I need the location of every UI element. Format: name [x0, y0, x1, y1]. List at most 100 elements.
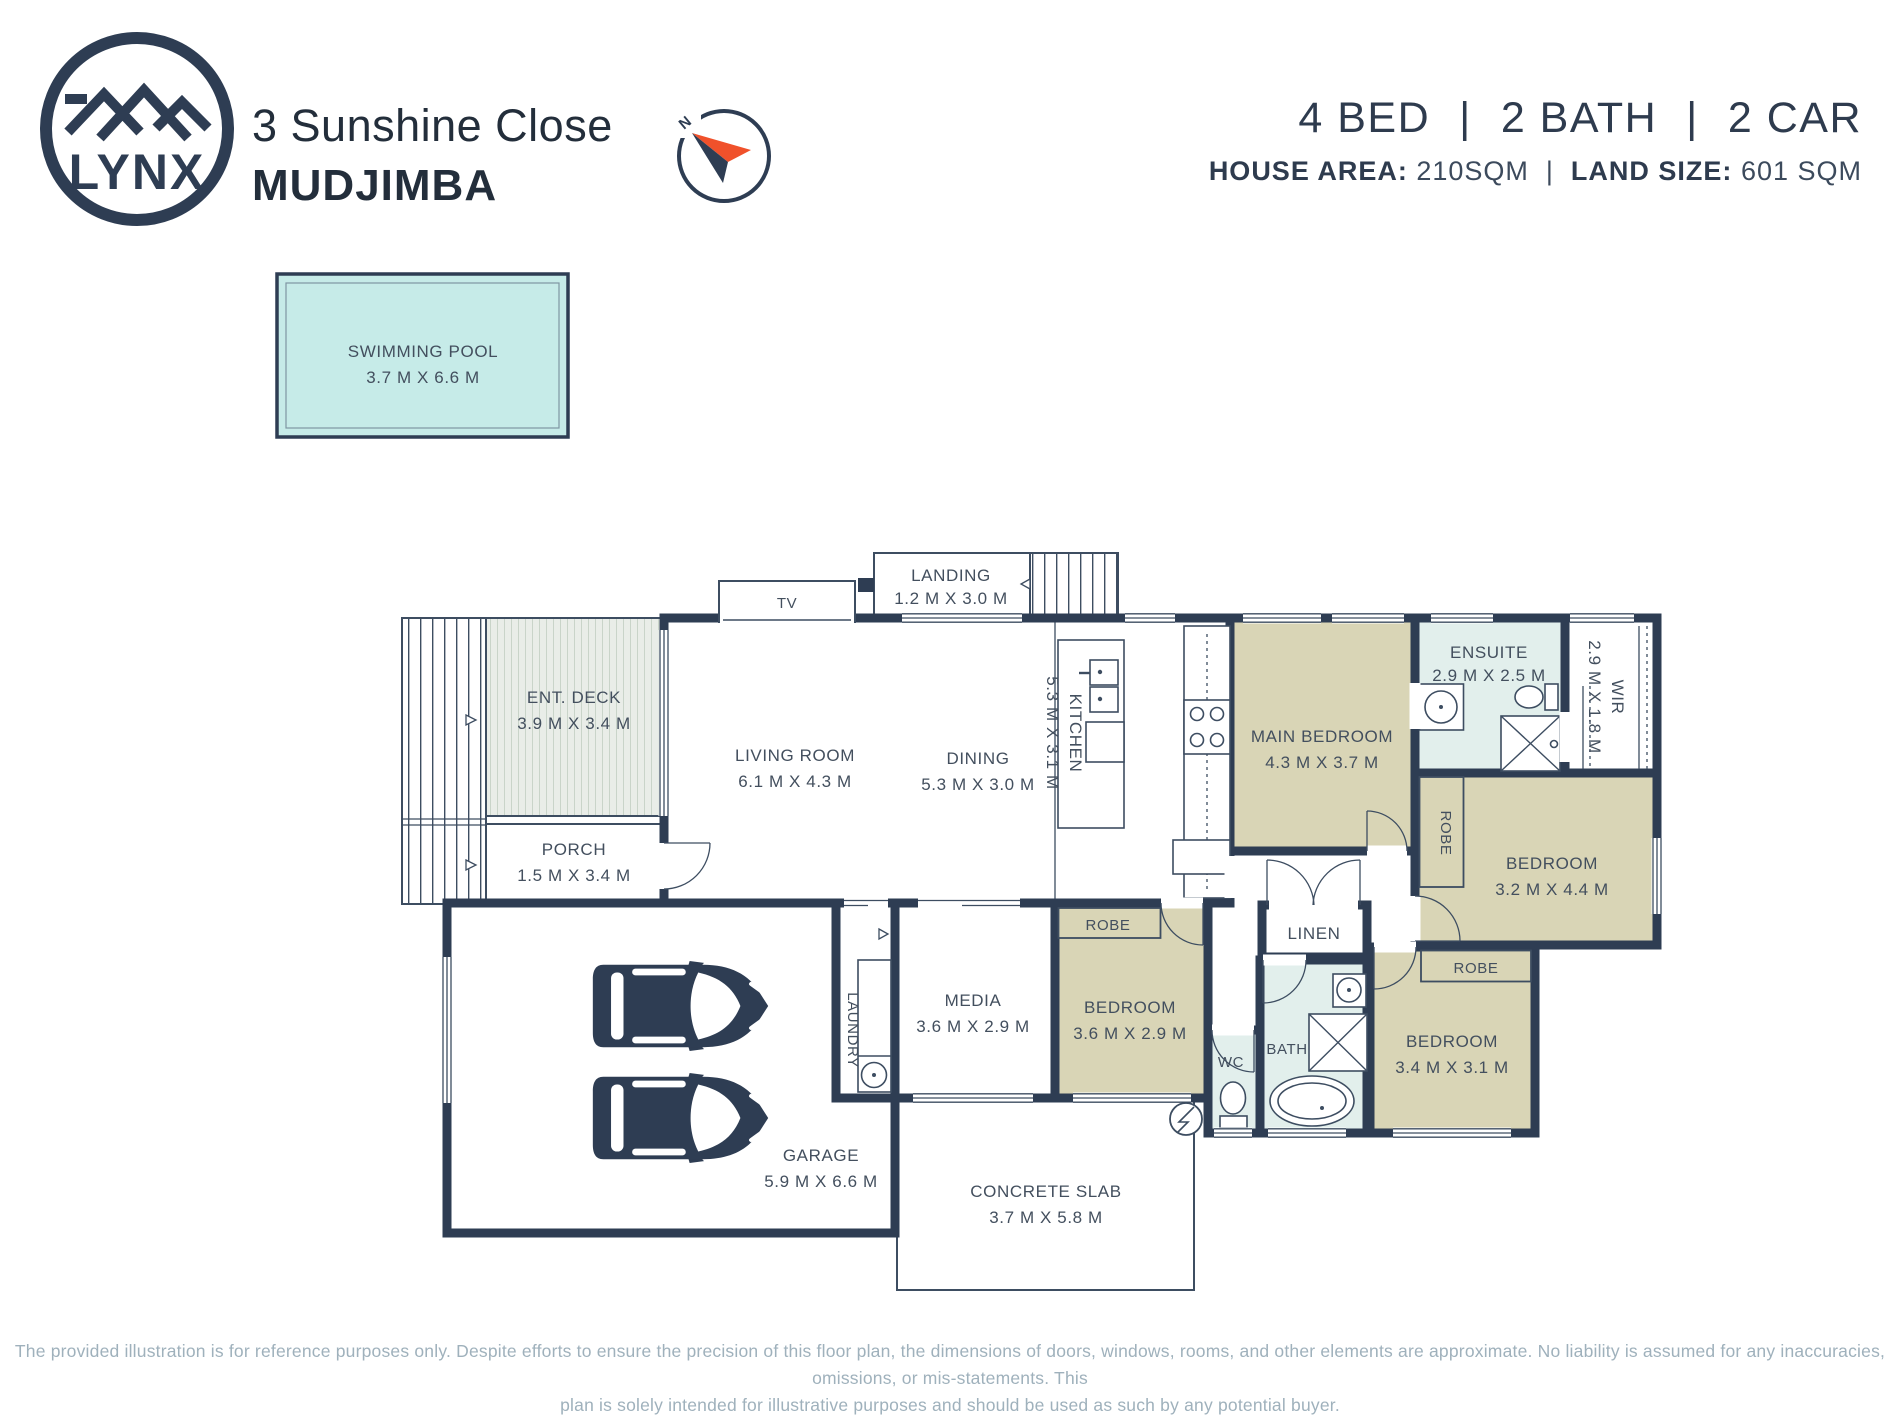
lynx-logo: LYNX [40, 32, 234, 226]
dishwasher-icon [1085, 721, 1125, 763]
room-dims: 4.3 M X 3.7 M [1265, 753, 1379, 772]
entry-door [658, 842, 711, 890]
room-label: TV [777, 595, 797, 612]
swimming-pool [275, 272, 570, 439]
kitchen-fittings [1054, 622, 1231, 899]
room-label: SWIMMING POOL [348, 342, 498, 361]
room-label: WIR [1608, 680, 1627, 715]
area-row: HOUSE AREA: 210SQM|LAND SIZE: 601 SQM [1209, 156, 1862, 187]
porch [485, 823, 663, 903]
disclaimer-line1: The provided illustration is for referen… [14, 1341, 1886, 1389]
car-icon [590, 960, 771, 1052]
laundry-sink-icon [860, 1061, 888, 1089]
room-dims: 6.1 M X 4.3 M [738, 772, 852, 791]
room-dims: 3.7 M X 6.6 M [366, 368, 480, 387]
room-dims: 3.2 M X 4.4 M [1495, 880, 1609, 899]
room-dims: 1.2 M X 3.0 M [894, 589, 1008, 608]
compass-icon: N [670, 108, 771, 203]
bedroom2-door [1409, 895, 1461, 942]
disclaimer-line2: plan is solely intended for illustrative… [560, 1395, 1340, 1416]
hot-water-unit-icon [1169, 1102, 1203, 1136]
room-label: WC [1218, 1054, 1244, 1071]
room-dims: 2.9 M X 2.5 M [1432, 666, 1546, 685]
property-stats: 4 BED | 2 BATH | 2 CAR HOUSE AREA: 210SQM|LA… [1209, 94, 1862, 187]
ensuite-opening [1409, 683, 1421, 729]
kitchen-cabinet [1172, 839, 1231, 875]
laundry-slider-door [844, 897, 888, 909]
door-direction-marker [878, 927, 890, 941]
stat-bed: 4 BED [1298, 94, 1431, 142]
room-dims: 2.9 M X 1.8 M [1585, 640, 1604, 754]
wir-opening [1559, 712, 1571, 762]
bedroom4-door [1373, 941, 1417, 990]
room-label: PORCH [542, 840, 606, 859]
car-icon [590, 1072, 771, 1164]
sink-icon [1089, 686, 1119, 713]
bathtub-icon [1269, 1075, 1355, 1127]
room-label: BEDROOM [1406, 1032, 1498, 1051]
windows-bottom [913, 1092, 1511, 1139]
room-label: LINEN [1287, 924, 1340, 943]
stair-direction-marker [465, 858, 478, 872]
separator: | [1459, 94, 1472, 142]
room-dims: 3.9 M X 3.4 M [517, 714, 631, 733]
room-wir [1560, 613, 1662, 778]
stat-bath: 2 BATH [1500, 94, 1658, 142]
main-bedroom-door [1366, 810, 1408, 857]
room-label: LIVING ROOM [735, 746, 855, 765]
house-area-label: HOUSE AREA: [1208, 156, 1408, 186]
sink-icon [1089, 659, 1119, 686]
north-arrow-icon [692, 133, 751, 162]
robe-main [1418, 776, 1465, 888]
room-label: ROBE [1437, 811, 1454, 856]
room-label: KITCHEN [1066, 694, 1085, 773]
address: 3 Sunshine Close MUDJIMBA [252, 100, 613, 211]
separator: | [1686, 94, 1699, 142]
bath-fixtures [1269, 973, 1368, 1127]
logo-roofs-icon [64, 82, 212, 142]
room-dims: 5.3 M X 3.0 M [921, 775, 1035, 794]
stair-direction-marker [465, 713, 478, 727]
doors [658, 683, 1571, 1073]
ensuite-fixtures [1418, 683, 1561, 772]
room-label: GARAGE [783, 1146, 859, 1165]
address-street: 3 Sunshine Close [252, 100, 613, 151]
room-dims: 5.3 M X 3.1 M [1043, 676, 1062, 790]
room-dims: 3.4 M X 3.1 M [1395, 1058, 1509, 1077]
room-dims: 3.6 M X 2.9 M [1073, 1024, 1187, 1043]
room-label: ENT. DECK [527, 688, 621, 707]
ent-deck [485, 617, 663, 817]
stair-direction-marker [1019, 577, 1031, 591]
room-label: CONCRETE SLAB [970, 1182, 1121, 1201]
wc-door [1211, 1024, 1255, 1073]
room-label: ROBE [1454, 960, 1499, 977]
landing-stairs [858, 552, 1119, 619]
windows-vertical [441, 630, 1663, 1103]
room-label: ROBE [1086, 917, 1131, 934]
disclaimer: The provided illustration is for referen… [0, 1338, 1900, 1419]
bed-bath-car-row: 4 BED | 2 BATH | 2 CAR [1209, 94, 1862, 143]
room-label: ENSUITE [1450, 643, 1528, 662]
garage-door [441, 957, 453, 1103]
robe-bedroom3 [1057, 907, 1162, 939]
logo-text: LYNX [69, 144, 206, 200]
bath-door [1262, 954, 1307, 1004]
hall-opening [1224, 856, 1236, 898]
toilet-icon [1514, 685, 1544, 709]
stat-car: 2 CAR [1727, 94, 1862, 142]
concrete-slab [896, 1099, 1195, 1291]
wardrobe-rails [1582, 626, 1648, 769]
living-slider-door [658, 630, 670, 816]
tv-nook [718, 580, 856, 623]
north-arrow-shadow [692, 133, 728, 183]
wc-fixtures [1219, 1081, 1248, 1129]
room-dims: 3.7 M X 5.8 M [989, 1208, 1103, 1227]
room-label: DINING [946, 749, 1009, 768]
separator: | [1545, 156, 1554, 186]
room-label: BATH [1266, 1041, 1307, 1058]
bedroom2-window [1651, 838, 1663, 914]
room-label: BEDROOM [1084, 998, 1176, 1017]
deck-stairs [401, 617, 487, 905]
